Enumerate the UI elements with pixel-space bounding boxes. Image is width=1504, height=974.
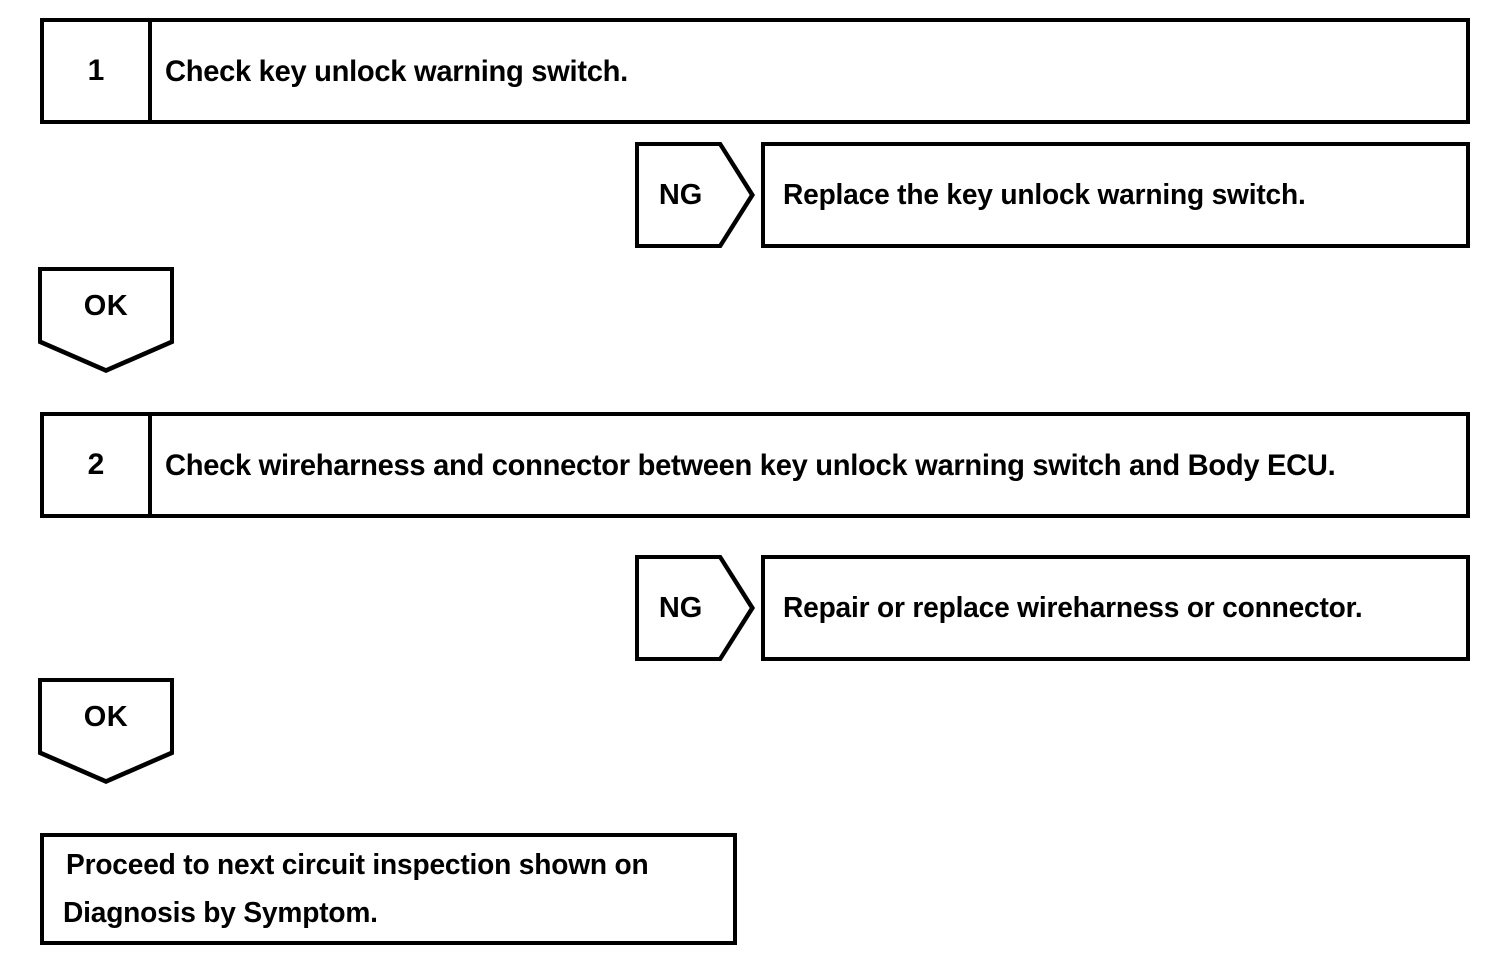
step-1-text-cell: Check key unlock warning switch. [152,22,1466,120]
step-2-number: 2 [87,448,105,481]
ng-action-text-2: Repair or replace wireharness or connect… [783,591,1363,624]
step-1-instruction: Check key unlock warning switch. [165,54,628,88]
terminal-box: Proceed to next circuit inspection shown… [40,833,737,945]
step-1-box: 1 Check key unlock warning switch. [40,18,1470,124]
ok-label-2: OK [83,700,129,733]
terminal-line-2: Diagnosis by Symptom. [63,897,378,929]
terminal-line-1: Proceed to next circuit inspection shown… [66,849,649,881]
step-2-text-cell: Check wireharness and connector between … [152,416,1466,514]
step-2-number-cell: 2 [44,416,152,514]
ok-arrow-2: OK [38,678,174,784]
ng-action-text-1: Replace the key unlock warning switch. [783,178,1306,211]
ng-chevron-1: NG [635,142,755,248]
ok-label-1: OK [83,289,129,322]
ng-chevron-2: NG [635,555,755,661]
step-1-number: 1 [87,54,105,87]
ng-label-1: NG [658,178,703,211]
ng-action-box-1: Replace the key unlock warning switch. [761,142,1470,248]
step-1-number-cell: 1 [44,22,152,120]
ng-label-2: NG [658,591,703,624]
step-2-instruction: Check wireharness and connector between … [165,448,1336,482]
ok-arrow-1: OK [38,267,174,373]
step-2-box: 2 Check wireharness and connector betwee… [40,412,1470,518]
ng-action-box-2: Repair or replace wireharness or connect… [761,555,1470,661]
